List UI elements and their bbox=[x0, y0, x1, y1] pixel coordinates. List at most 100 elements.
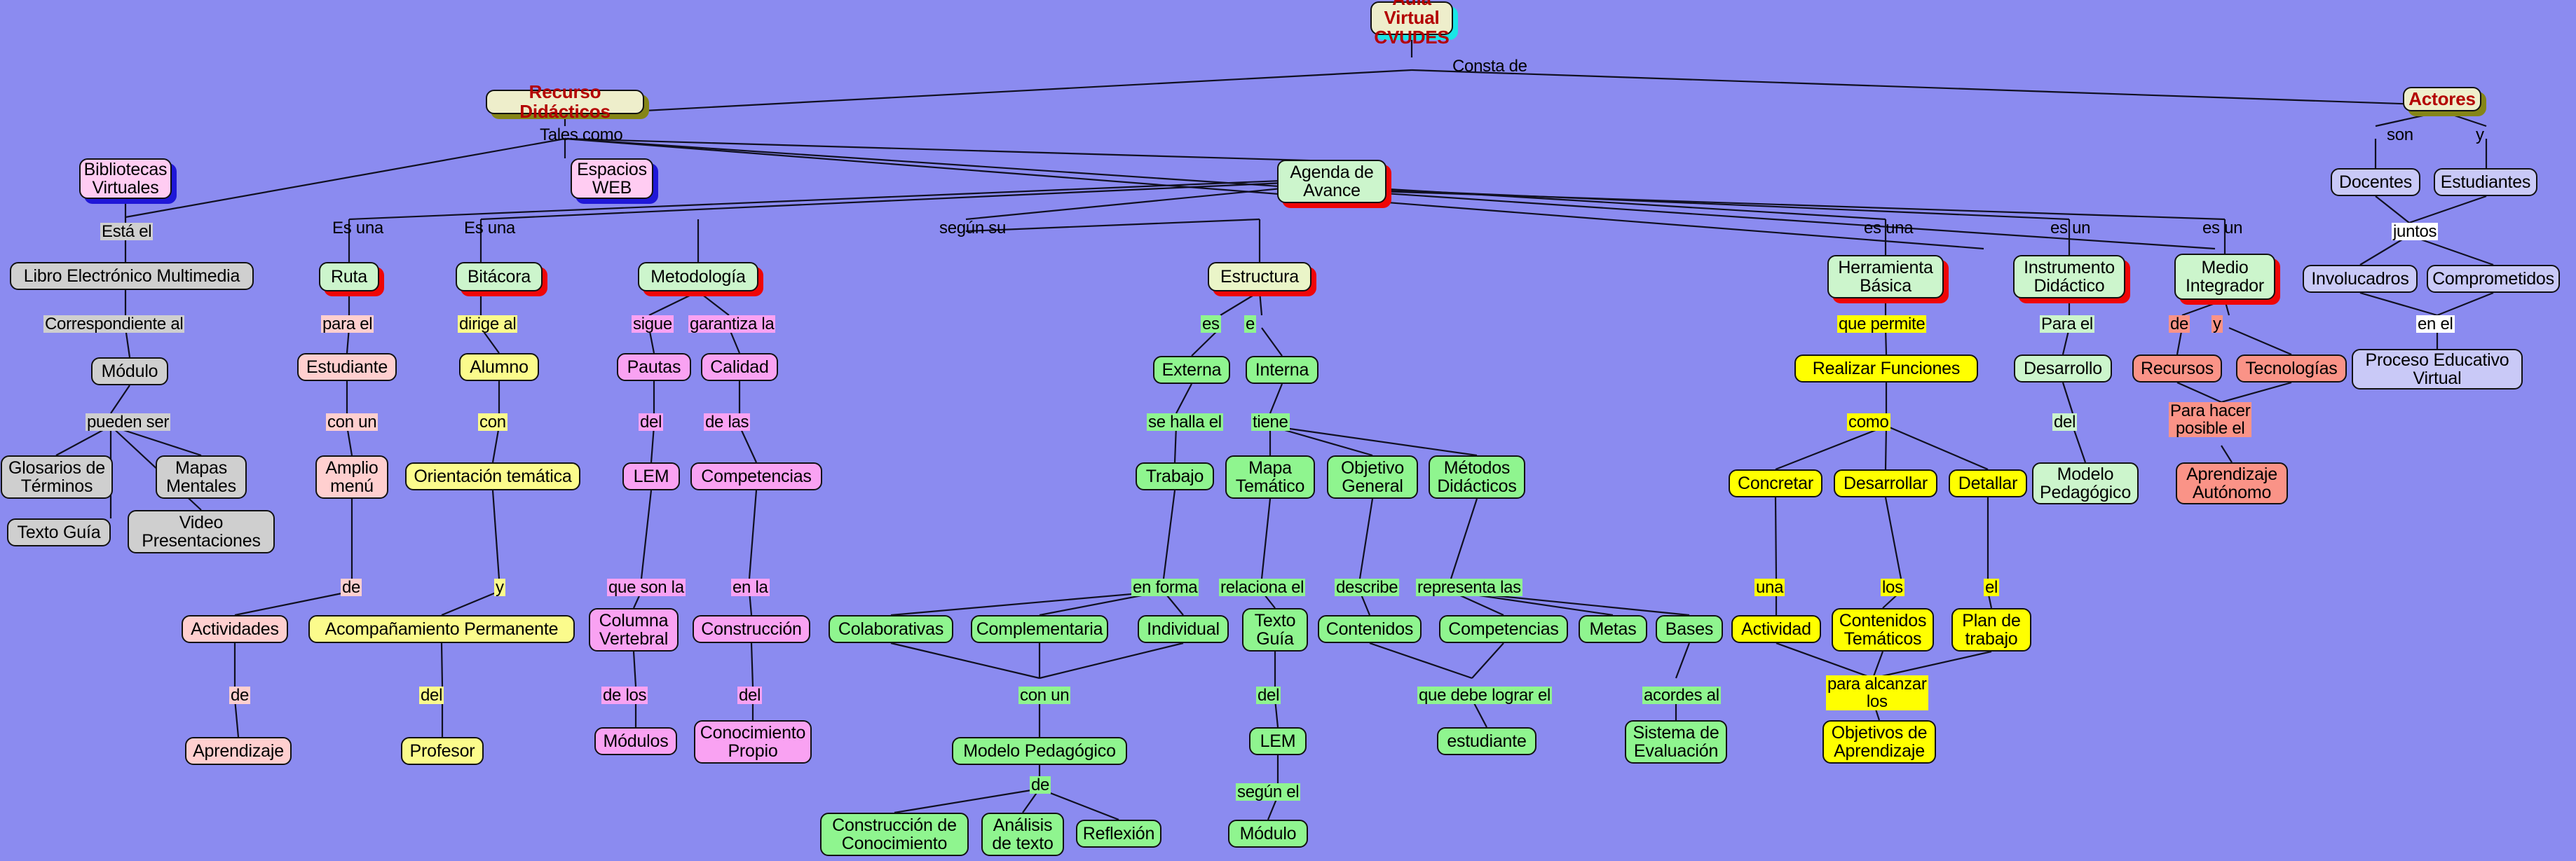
concept-node-metodosdid[interactable]: Métodos Didácticos bbox=[1429, 455, 1525, 499]
concept-node-tecnologias[interactable]: Tecnologías bbox=[2236, 354, 2347, 383]
concept-node-recursos[interactable]: Recursos bbox=[2132, 354, 2222, 383]
concept-node-aprendizaje1[interactable]: Aprendizaje bbox=[185, 737, 292, 765]
link-label: una bbox=[1754, 578, 1785, 597]
concept-node-estudiante1[interactable]: Estudiante bbox=[297, 353, 397, 381]
concept-node-metas[interactable]: Metas bbox=[1579, 615, 1647, 643]
edge-line bbox=[750, 642, 754, 687]
concept-node-objetivosapr[interactable]: Objetivos de Aprendizaje bbox=[1822, 720, 1936, 764]
concept-node-modelopedago[interactable]: Modelo Pedagógico bbox=[952, 737, 1127, 765]
concept-node-modelopedago2[interactable]: Modelo Pedagógico bbox=[2032, 462, 2139, 504]
concept-node-objetivogen[interactable]: Objetivo General bbox=[1327, 455, 1418, 499]
concept-node-individual[interactable]: Individual bbox=[1138, 615, 1229, 643]
concept-node-conocimiento[interactable]: Conocimiento Propio bbox=[694, 720, 812, 764]
edge-line bbox=[110, 385, 130, 414]
concept-node-bitacora[interactable]: Bitácora bbox=[456, 262, 543, 291]
edge-line bbox=[1258, 291, 1263, 316]
link-label: que permite bbox=[1837, 315, 1927, 333]
link-label: de los bbox=[601, 686, 648, 705]
edge-line bbox=[1039, 642, 1184, 680]
link-label: y bbox=[494, 578, 505, 597]
concept-node-procesoedu[interactable]: Proceso Educativo Virtual bbox=[2352, 349, 2523, 390]
concept-node-textoguia1[interactable]: Texto Guía bbox=[7, 518, 111, 546]
concept-node-columna[interactable]: Columna Vertebral bbox=[589, 608, 679, 652]
concept-node-ampliomenu[interactable]: Amplio menú bbox=[315, 455, 388, 499]
concept-node-mapasm[interactable]: Mapas Mentales bbox=[156, 455, 247, 499]
concept-node-estructura[interactable]: Estructura bbox=[1208, 262, 1311, 291]
concept-node-herramienta[interactable]: Herramienta Básica bbox=[1827, 255, 1944, 298]
link-label: garantiza la bbox=[688, 315, 776, 333]
link-label: de bbox=[1030, 776, 1051, 794]
edge-line bbox=[1675, 642, 1691, 679]
concept-node-calidad[interactable]: Calidad bbox=[701, 353, 778, 381]
concept-node-realizar[interactable]: Realizar Funciones bbox=[1794, 354, 1978, 383]
concept-node-detallar[interactable]: Detallar bbox=[1949, 469, 2027, 497]
concept-node-root[interactable]: Aula Virtual CVUDES bbox=[1370, 0, 1453, 46]
edge-line bbox=[748, 490, 758, 579]
edge-line bbox=[632, 651, 637, 687]
concept-node-profesor[interactable]: Profesor bbox=[401, 737, 484, 765]
concept-node-textoguia2[interactable]: Texto Guía bbox=[1242, 608, 1308, 652]
edge-line bbox=[648, 291, 699, 316]
concept-node-actores[interactable]: Actores bbox=[2403, 87, 2481, 111]
concept-node-actividad[interactable]: Actividad bbox=[1731, 615, 1821, 643]
concept-node-instrumento[interactable]: Instrumento Didáctico bbox=[2013, 255, 2125, 298]
concept-node-agenda[interactable]: Agenda de Avance bbox=[1277, 160, 1386, 203]
concept-node-aprendaut[interactable]: Aprendizaje Autónomo bbox=[2176, 462, 2288, 504]
concept-node-complementaria[interactable]: Complementaria bbox=[971, 615, 1108, 643]
concept-node-analisistexto[interactable]: Análisis de texto bbox=[981, 813, 1064, 856]
concept-node-comprometidos[interactable]: Comprometidos bbox=[2427, 265, 2560, 293]
concept-node-alumno[interactable]: Alumno bbox=[459, 353, 539, 381]
concept-node-plantrabajo[interactable]: Plan de trabajo bbox=[1951, 608, 2031, 652]
concept-node-desarrollar[interactable]: Desarrollar bbox=[1834, 469, 1937, 497]
concept-node-libro[interactable]: Libro Electrónico Multimedia bbox=[10, 262, 254, 290]
link-label: los bbox=[1881, 578, 1904, 597]
concept-node-externa[interactable]: Externa bbox=[1153, 356, 1230, 384]
concept-node-estudiantes[interactable]: Estudiantes bbox=[2434, 168, 2537, 196]
concept-node-construccionc[interactable]: Construcción de Conocimiento bbox=[820, 813, 969, 856]
concept-node-glosarios[interactable]: Glosarios de Términos bbox=[1, 455, 113, 499]
concept-node-interna[interactable]: Interna bbox=[1246, 356, 1318, 384]
concept-node-actividades[interactable]: Actividades bbox=[182, 615, 288, 643]
concept-node-videop[interactable]: Video Presentaciones bbox=[128, 510, 275, 553]
concept-node-construccion[interactable]: Construcción bbox=[693, 615, 810, 643]
concept-node-contenidostem[interactable]: Contenidos Temáticos bbox=[1832, 608, 1934, 652]
concept-node-sistemaeval[interactable]: Sistema de Evaluación bbox=[1625, 720, 1727, 764]
concept-node-lem1[interactable]: LEM bbox=[622, 462, 680, 490]
concept-node-estudiante2[interactable]: estudiante bbox=[1437, 727, 1536, 755]
concept-node-modulos[interactable]: Módulos bbox=[594, 727, 677, 755]
concept-node-trabajo[interactable]: Trabajo bbox=[1136, 462, 1214, 490]
concept-node-colaborativas[interactable]: Colaborativas bbox=[829, 615, 953, 643]
concept-node-ruta[interactable]: Ruta bbox=[319, 262, 379, 291]
concept-node-modulo2[interactable]: Módulo bbox=[1228, 820, 1308, 848]
link-label: Es una bbox=[332, 219, 383, 237]
link-label: Para hacer posible el bbox=[2169, 401, 2252, 439]
concept-node-docentes[interactable]: Docentes bbox=[2331, 168, 2420, 196]
link-label: describe bbox=[1335, 578, 1400, 597]
link-label: el bbox=[1984, 578, 2000, 597]
concept-node-lem2[interactable]: LEM bbox=[1249, 727, 1307, 755]
link-label: y bbox=[2476, 125, 2484, 144]
concept-node-desarrollo[interactable]: Desarrollo bbox=[2014, 354, 2112, 383]
concept-node-concretar[interactable]: Concretar bbox=[1729, 469, 1822, 497]
concept-node-bibliotecas[interactable]: Bibliotecas Virtuales bbox=[79, 158, 172, 199]
concept-node-pautas[interactable]: Pautas bbox=[617, 353, 691, 381]
concept-node-acompanamiento[interactable]: Acompañamiento Permanente bbox=[308, 615, 575, 643]
concept-node-orientacion[interactable]: Orientación temática bbox=[405, 462, 580, 490]
concept-node-modulo[interactable]: Módulo bbox=[91, 357, 168, 385]
edge-line bbox=[441, 590, 500, 617]
link-label: del bbox=[639, 413, 664, 432]
concept-node-competencias1[interactable]: Competencias bbox=[690, 462, 822, 490]
concept-node-reflexion[interactable]: Reflexión bbox=[1076, 820, 1161, 848]
link-label: de bbox=[341, 578, 362, 597]
concept-node-medio[interactable]: Medio Integrador bbox=[2174, 254, 2275, 300]
concept-node-mapatematico[interactable]: Mapa Temático bbox=[1225, 455, 1315, 499]
concept-node-espacios[interactable]: Espacios WEB bbox=[571, 158, 653, 199]
concept-node-metodologia[interactable]: Metodología bbox=[638, 262, 758, 291]
concept-node-contenidos[interactable]: Contenidos bbox=[1318, 615, 1422, 643]
link-label: se halla el bbox=[1147, 413, 1223, 432]
concept-node-bases[interactable]: Bases bbox=[1656, 615, 1723, 643]
concept-node-competencias2[interactable]: Competencias bbox=[1439, 615, 1568, 643]
concept-node-recurso[interactable]: Recurso Didácticos bbox=[486, 83, 644, 120]
concept-node-involucradros[interactable]: Involucadros bbox=[2303, 265, 2418, 293]
link-label: tiene bbox=[1251, 413, 1290, 432]
